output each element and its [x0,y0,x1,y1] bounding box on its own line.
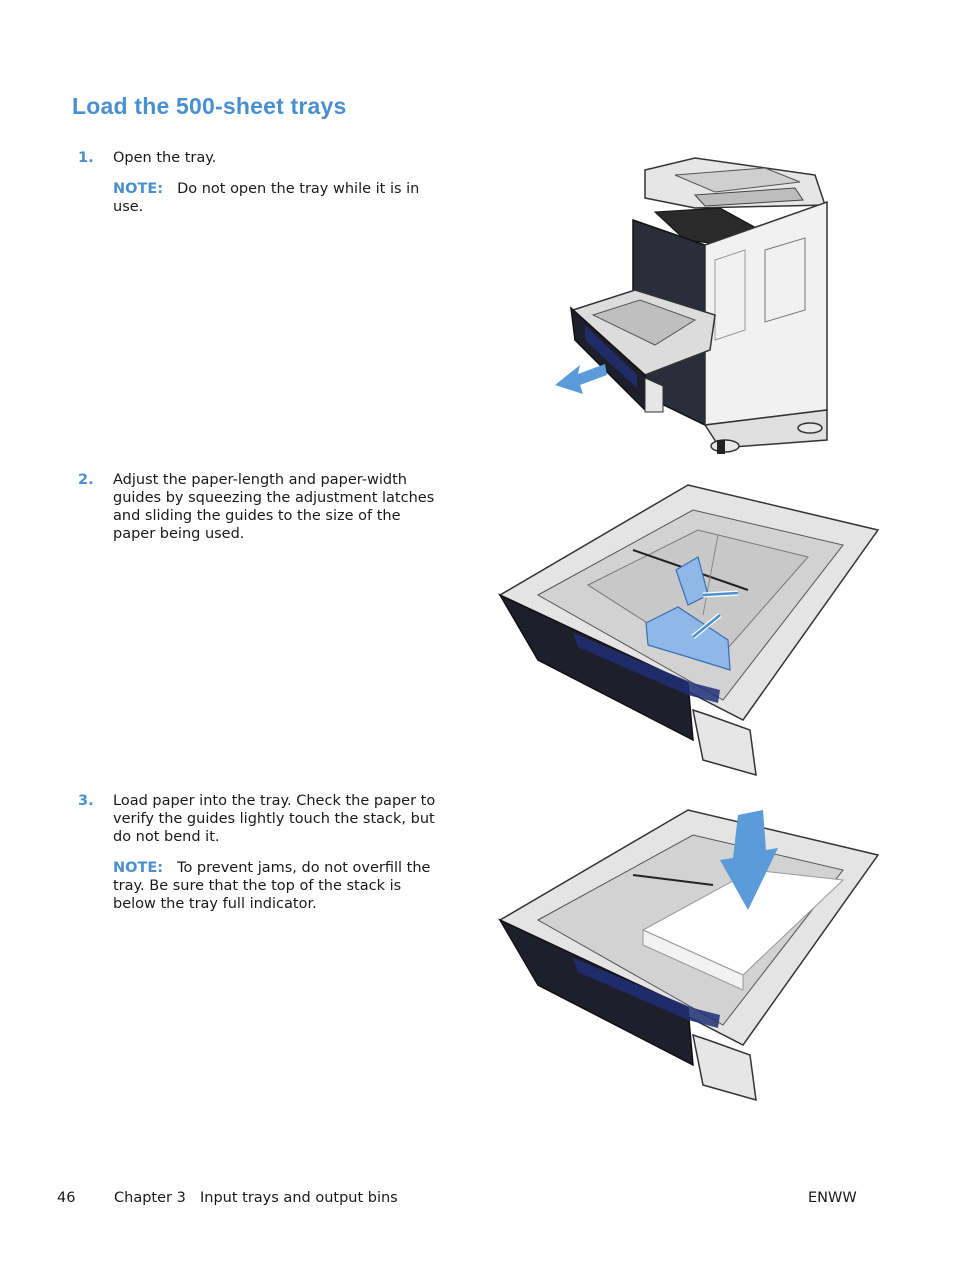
note: NOTE:Do not open the tray while it is in… [113,180,438,216]
footer-chapter: Chapter 3 [114,1190,186,1206]
step-text: Open the tray. [113,150,217,166]
note-label: NOTE: [113,181,164,197]
step-number: 1. [78,150,94,166]
footer-chapter-title: Input trays and output bins [200,1190,398,1206]
step-text: Adjust the paper-length and paper-width … [113,472,435,542]
footer-doc-code: ENWW [808,1190,857,1206]
printer-tray-open-illustration [555,157,828,454]
step-text: Load paper into the tray. Check the pape… [113,793,436,845]
note-label: NOTE: [113,860,164,876]
note-text: To prevent jams, do not overfill the tra… [113,860,431,912]
tray-guides-adjust-illustration [498,484,880,777]
step-number: 3. [78,793,94,809]
page-number: 46 [57,1190,76,1206]
step-3: 3. Load paper into the tray. Check the p… [78,792,438,913]
step-number: 2. [78,472,94,488]
note: NOTE:To prevent jams, do not overfill th… [113,859,438,913]
note-text: Do not open the tray while it is in use. [113,181,420,215]
tray-load-paper-illustration [498,809,880,1102]
step-1: 1. Open the tray. NOTE:Do not open the t… [78,149,438,216]
step-2: 2. Adjust the paper-length and paper-wid… [78,471,438,543]
page-title: Load the 500-sheet trays [72,93,347,119]
